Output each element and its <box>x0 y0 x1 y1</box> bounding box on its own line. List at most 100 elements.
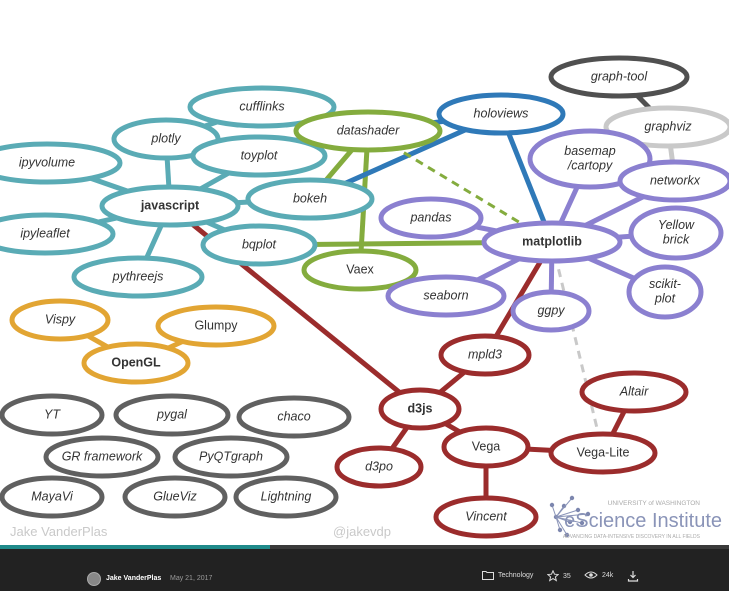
node-altair: Altair <box>579 370 689 414</box>
node-label: d3po <box>365 459 393 473</box>
node-outline <box>527 128 653 190</box>
node-label: GR framework <box>62 449 143 463</box>
node-chaco: chaco <box>236 395 352 439</box>
views-count: 24k <box>602 571 614 579</box>
node-label: networkx <box>650 173 701 187</box>
node-label: pygal <box>156 407 188 421</box>
node-label: pythreejs <box>112 269 164 283</box>
node-mayavi: MayaVi <box>0 475 105 519</box>
node-pythreejs: pythreejs <box>71 255 205 299</box>
node-outline <box>187 85 337 129</box>
slide-progress-bar[interactable] <box>0 545 729 549</box>
node-label: matplotlib <box>522 234 582 248</box>
star-count: 35 <box>563 572 571 580</box>
edge-matplotlib-vega-lite <box>550 241 605 454</box>
node-label: toyplot <box>241 148 278 162</box>
node-networkx: networkx <box>617 159 729 203</box>
logo-university: UNIVERSITY of WASHINGTON <box>608 500 701 507</box>
node-vispy: Vispy <box>9 298 111 342</box>
node-vincent: Vincent <box>433 495 539 539</box>
node-outline <box>378 387 462 431</box>
node-outline <box>293 109 443 153</box>
node-ggpy: ggpy <box>510 289 592 333</box>
node-label: holoviews <box>474 106 529 120</box>
node-matplotlib: matplotlib <box>481 220 623 264</box>
node-outline <box>378 196 484 240</box>
node-outline <box>43 435 161 479</box>
node-outline <box>510 289 592 333</box>
node-d3po: d3po <box>334 445 424 489</box>
node-ipyvolume: ipyvolume <box>0 141 123 185</box>
node-mpld3: mpld3 <box>438 333 532 377</box>
node-label: mpld3 <box>468 347 502 361</box>
node-bokeh: bokeh <box>245 177 375 221</box>
slide-author: Jake VanderPlas <box>10 524 108 539</box>
node-label: Lightning <box>261 489 312 503</box>
node-toyplot: toyplot <box>190 134 328 178</box>
node-basemap: basemap/cartopy <box>527 128 653 190</box>
node-outline <box>122 475 228 519</box>
node-outline <box>433 495 539 539</box>
author-name[interactable]: Jake VanderPlas <box>106 575 162 582</box>
node-outline <box>436 92 566 136</box>
node-outline <box>579 370 689 414</box>
node-label: OpenGL <box>111 355 161 369</box>
slide: cufflinks plotly toyplot ipyvolume javascrip… <box>0 0 729 545</box>
star-button[interactable]: 35 <box>547 570 571 582</box>
node-gr: GR framework <box>43 435 161 479</box>
node-label: scikit-plot <box>649 277 681 305</box>
node-outline <box>301 248 419 292</box>
node-label: PyQTgraph <box>199 449 263 463</box>
node-label: Vega <box>472 439 501 453</box>
node-label: Altair <box>619 384 649 398</box>
node-glumpy: Glumpy <box>155 304 277 348</box>
node-label: Vincent <box>465 509 507 523</box>
node-label: pandas <box>409 210 451 224</box>
node-label: javascript <box>140 198 200 212</box>
node-outline <box>172 435 290 479</box>
node-opengl: OpenGL <box>81 341 191 385</box>
node-outline <box>438 333 532 377</box>
node-outline <box>233 475 339 519</box>
node-outline <box>0 393 105 437</box>
avatar[interactable] <box>87 572 101 586</box>
node-vega: Vega <box>441 425 531 469</box>
node-holoviews: holoviews <box>436 92 566 136</box>
node-outline <box>626 264 704 320</box>
logo-name: eScience Institute <box>564 510 722 532</box>
node-javascript: javascript <box>99 184 241 228</box>
node-outline <box>0 212 116 256</box>
publish-date: May 21, 2017 <box>170 575 213 582</box>
node-outline <box>548 431 658 475</box>
node-label: plotly <box>150 131 181 145</box>
category-label: Technology <box>498 571 534 579</box>
views-stat: 24k <box>584 570 613 580</box>
download-icon <box>627 571 639 582</box>
category-link[interactable]: Technology <box>482 570 533 580</box>
node-outline <box>385 274 507 318</box>
node-cufflinks: cufflinks <box>187 85 337 129</box>
progress-fill <box>0 545 270 549</box>
node-label: Vaex <box>346 262 374 276</box>
node-ipyleaflet: ipyleaflet <box>0 212 116 256</box>
node-outline <box>334 445 424 489</box>
node-label: d3js <box>407 401 432 415</box>
node-outline <box>617 159 729 203</box>
node-label: seaborn <box>423 288 468 302</box>
node-pandas: pandas <box>378 196 484 240</box>
node-pyqtgraph: PyQTgraph <box>172 435 290 479</box>
nodes: cufflinks plotly toyplot ipyvolume javascrip… <box>0 55 729 539</box>
node-label: YT <box>44 407 61 421</box>
node-graphviz: graphviz <box>603 105 729 149</box>
node-outline <box>441 425 531 469</box>
node-label: Vispy <box>45 312 76 326</box>
node-outline <box>71 255 205 299</box>
node-label: ggpy <box>537 303 565 317</box>
download-button[interactable] <box>627 570 639 582</box>
node-outline <box>113 393 231 437</box>
star-icon <box>547 570 559 582</box>
logo-tagline: ADVANCING DATA-INTENSIVE DISCOVERY IN AL… <box>563 534 701 540</box>
node-bqplot: bqplot <box>200 223 318 267</box>
